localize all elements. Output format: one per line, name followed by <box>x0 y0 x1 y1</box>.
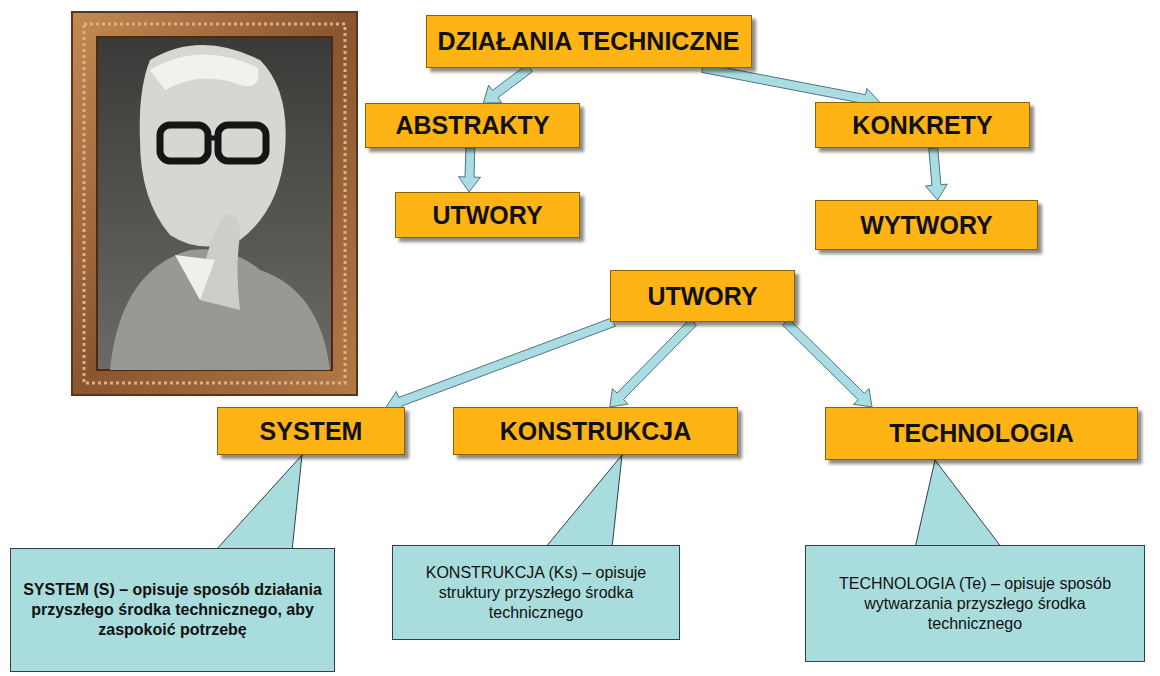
process-box: UTWORY <box>610 270 795 322</box>
box-label: DZIAŁANIA TECHNICZNE <box>438 27 740 56</box>
box-label: UTWORY <box>647 282 757 311</box>
callout-tail <box>545 455 622 548</box>
callout-tail <box>215 455 302 551</box>
box-label: TECHNOLOGIA <box>889 419 1074 448</box>
process-box: SYSTEM <box>217 407 405 455</box>
block-arrow <box>483 64 532 103</box>
process-box: WYTWORY <box>815 200 1038 250</box>
box-label: KONKRETY <box>852 111 992 140</box>
callout-text: SYSTEM (S) – opisuje sposób działania pr… <box>21 580 324 640</box>
box-label: UTWORY <box>432 201 542 230</box>
block-arrow <box>386 318 615 412</box>
box-label: WYTWORY <box>860 211 992 240</box>
callout-tail <box>915 460 1002 548</box>
callout-text: KONSTRUKCJA (Ks) – opisuje struktury prz… <box>403 563 669 623</box>
callout-text: TECHNOLOGIA (Te) – opisuje sposób wytwar… <box>816 574 1134 634</box>
process-box: ABSTRAKTY <box>365 103 580 148</box>
callout-box: TECHNOLOGIA (Te) – opisuje sposób wytwar… <box>805 545 1145 662</box>
process-box: TECHNOLOGIA <box>825 407 1138 460</box>
box-label: ABSTRAKTY <box>395 111 549 140</box>
block-arrow <box>783 319 872 407</box>
process-box: UTWORY <box>395 192 580 238</box>
block-arrow <box>610 319 697 407</box>
callout-box: SYSTEM (S) – opisuje sposób działania pr… <box>10 548 335 672</box>
box-label: KONSTRUKCJA <box>500 417 692 446</box>
process-box: KONKRETY <box>815 102 1030 148</box>
box-label: SYSTEM <box>260 417 363 446</box>
process-box: DZIAŁANIA TECHNICZNE <box>426 15 752 68</box>
process-box: KONSTRUKCJA <box>453 407 738 455</box>
block-arrow <box>925 148 947 200</box>
block-arrow <box>459 148 481 192</box>
callout-tails <box>215 455 1002 551</box>
portrait-frame <box>72 12 357 395</box>
callout-box: KONSTRUKCJA (Ks) – opisuje struktury prz… <box>392 545 680 640</box>
